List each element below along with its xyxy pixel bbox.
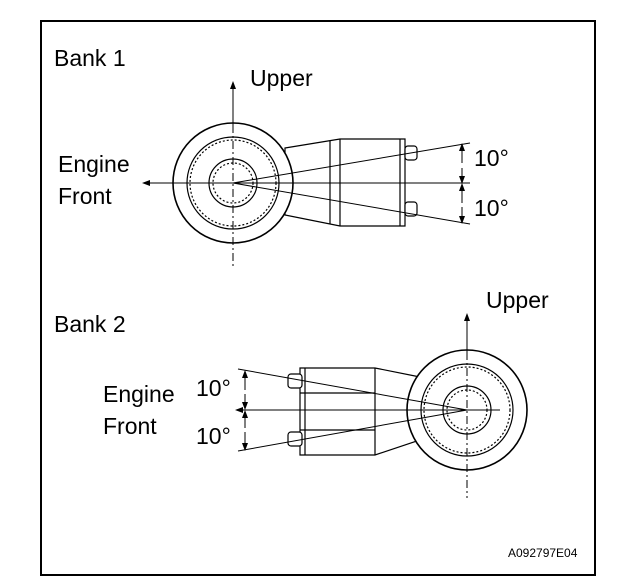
- figure-code: A092797E04: [508, 546, 578, 560]
- bank2-upper-label: Upper: [486, 287, 549, 313]
- bank1-upper-label: Upper: [250, 65, 313, 91]
- diagram-frame: [40, 20, 596, 576]
- bank2-engine-label: Engine: [103, 381, 175, 407]
- bank1-axis-lines: [142, 81, 471, 268]
- bank2-axis-lines: [235, 313, 500, 498]
- bank2-angle-bottom: 10°: [196, 423, 231, 449]
- bank1-front-label: Front: [58, 183, 112, 209]
- bank1-angle-top: 10°: [474, 145, 509, 171]
- bank1-engine-label: Engine: [58, 151, 130, 177]
- bank2-front-label: Front: [103, 413, 157, 439]
- bank1-angle-bottom: 10°: [474, 195, 509, 221]
- bank1-title: Bank 1: [54, 45, 126, 71]
- bank2-connector-body: [299, 367, 421, 456]
- bank2-angle-top: 10°: [196, 375, 231, 401]
- bank2-title: Bank 2: [54, 311, 126, 337]
